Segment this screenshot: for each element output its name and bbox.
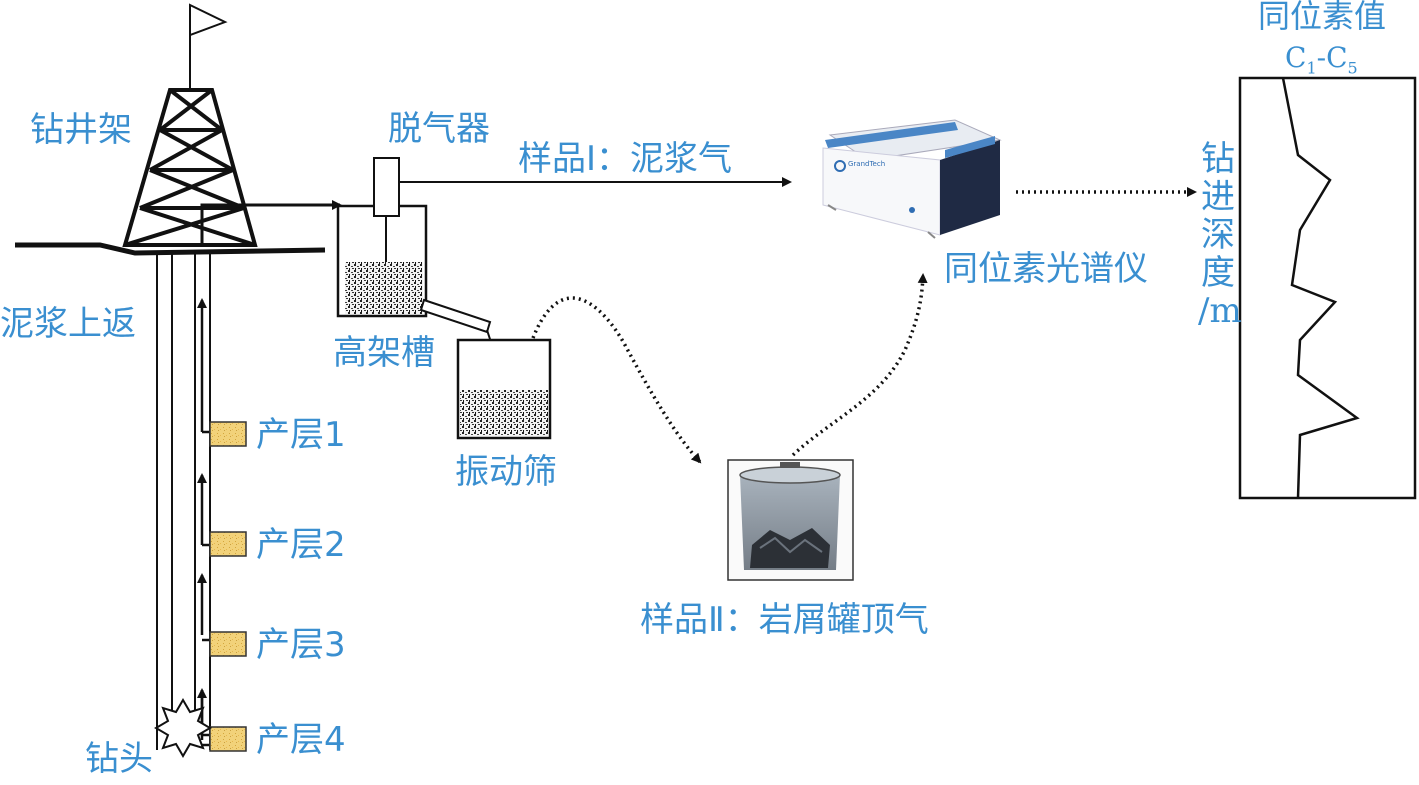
- dotted-flows: [531, 187, 1197, 464]
- c-range-5: 5: [1347, 58, 1358, 78]
- degasser: [373, 157, 400, 262]
- degasser-label: 脱气器: [388, 109, 490, 149]
- sample1-label: 样品Ⅰ：泥浆气: [518, 139, 733, 179]
- isotope-curve: [1281, 77, 1360, 499]
- spectrometer-label: 同位素光谱仪: [944, 249, 1148, 289]
- isotope-title: 同位素值: [1258, 0, 1387, 35]
- drill-bit-label: 钻头: [85, 739, 153, 779]
- c-range-c: C: [1285, 41, 1307, 74]
- producing-layers: [209, 421, 247, 752]
- c-range-1: 1: [1306, 58, 1317, 78]
- derrick-flag: [189, 3, 228, 90]
- layer-4-label: 产层4: [256, 720, 346, 760]
- layer-3-label: 产层3: [256, 625, 346, 665]
- instrument-brand: GrandTech: [848, 160, 885, 168]
- cuttings-jar-image: [727, 459, 854, 581]
- layer-2-label: 产层2: [256, 525, 346, 565]
- depth-char-3: 深: [1201, 215, 1235, 256]
- depth-axis-label: 钻 进 深 度 /m: [1198, 139, 1242, 332]
- derrick-label: 钻井架: [30, 110, 132, 150]
- depth-char-2: 进: [1201, 177, 1235, 218]
- header-tank: [336, 204, 428, 318]
- depth-char-1: 钻: [1201, 139, 1235, 179]
- spectrometer-image: GrandTech: [822, 119, 1002, 239]
- shaker-label: 振动筛: [455, 452, 557, 492]
- depth-char-4: 度: [1201, 253, 1235, 294]
- isotope-log-panel: [1238, 76, 1417, 500]
- derrick-tower: [122, 88, 258, 247]
- sample2-label: 样品Ⅱ：岩屑罐顶气: [640, 600, 929, 640]
- drill-bit-icon: [154, 698, 212, 758]
- layer-1-label: 产层1: [256, 415, 346, 455]
- c-range-dash: -C: [1316, 41, 1348, 74]
- header-tank-label: 高架槽: [333, 333, 435, 373]
- mud-return-label: 泥浆上返: [0, 304, 136, 344]
- ground-line: [15, 242, 326, 256]
- shaker-box: [456, 338, 552, 440]
- c-range-label: C1-C5: [1285, 44, 1358, 77]
- wellbore: [156, 253, 211, 750]
- depth-unit: /m: [1198, 291, 1242, 332]
